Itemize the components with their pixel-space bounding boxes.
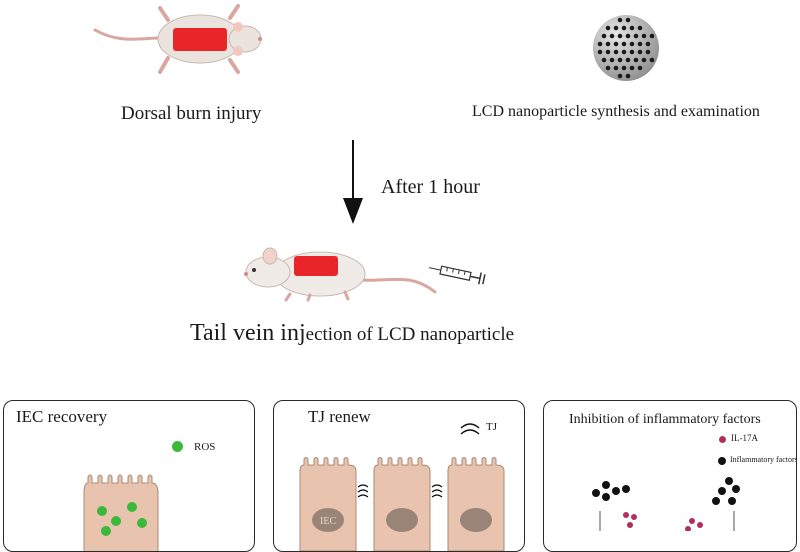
ros-legend-label: ROS	[194, 441, 216, 453]
ros-dot	[101, 526, 111, 536]
nanoparticle-dot	[605, 25, 611, 31]
injected-mouse-illustration	[240, 242, 440, 302]
nanoparticle-dot	[641, 57, 647, 63]
inflammation-inhibition-panel: Inhibition of inflammatory factors IL-17…	[543, 400, 797, 552]
inflammatory-factor-dot	[602, 481, 610, 489]
intestinal-epithelial-cell	[82, 473, 162, 551]
nanoparticle-dot	[629, 41, 635, 47]
il17a-legend-dot	[719, 436, 726, 443]
injection-caption-large: Tail vein inj	[190, 320, 306, 346]
il17a-legend-label: IL-17A	[731, 433, 758, 443]
nanoparticle-dot	[637, 25, 643, 31]
inflammatory-factor-dot	[622, 485, 630, 493]
nanoparticle-dot	[609, 57, 615, 63]
nanoparticle-dot	[597, 49, 603, 55]
nanoparticle-dot	[617, 73, 623, 79]
panel-title: Inhibition of inflammatory factors	[569, 412, 761, 427]
syringe-icon	[428, 264, 490, 288]
nanoparticle-dot	[617, 33, 623, 39]
inflammatory-factor-dot	[712, 497, 720, 505]
nanoparticle-dot	[613, 41, 619, 47]
il17a-dot	[697, 522, 703, 528]
ros-dot	[137, 518, 147, 528]
inflammatory-factor-dot	[718, 487, 726, 495]
ros-dot	[111, 516, 121, 526]
nanoparticle-dot	[625, 17, 631, 23]
nanoparticle-dot	[621, 41, 627, 47]
lcd-synthesis-caption: LCD nanoparticle synthesis and examinati…	[472, 103, 760, 120]
factor-clusters	[584, 475, 764, 531]
inflammatory-legend-dot	[718, 457, 726, 465]
dorsal-burn-caption: Dorsal burn injury	[121, 103, 262, 124]
tj-legend-label: TJ	[486, 421, 497, 433]
tj-renew-panel: TJ renew TJ IEC	[273, 400, 525, 552]
inflammatory-factor-dot	[732, 485, 740, 493]
nanoparticle-dot	[629, 25, 635, 31]
nanoparticle-dot	[605, 49, 611, 55]
iec-recovery-panel: IEC recovery ROS	[3, 400, 255, 552]
nanoparticle-dot	[625, 33, 631, 39]
nanoparticle-dot	[645, 49, 651, 55]
nanoparticle-dot	[605, 65, 611, 71]
nanoparticle-dot	[649, 57, 655, 63]
nanoparticle-dot	[641, 33, 647, 39]
burned-mouse-illustration	[90, 0, 270, 82]
inflammatory-factor-dot	[602, 493, 610, 501]
nanoparticle-dot	[633, 57, 639, 63]
nanoparticle-dot	[637, 65, 643, 71]
il17a-dot	[623, 512, 629, 518]
inflammatory-factor-dot	[725, 477, 733, 485]
nanoparticle-dot	[601, 33, 607, 39]
inflammatory-factor-dot	[592, 489, 600, 497]
inflammatory-factor-dot	[612, 487, 620, 495]
ros-dot	[127, 502, 137, 512]
nanoparticle-dot	[645, 41, 651, 47]
svg-text:IEC: IEC	[320, 516, 336, 527]
nanoparticle-dot	[617, 17, 623, 23]
inflammatory-legend-label: Inflammatory factors	[730, 455, 797, 464]
nanoparticle-dot	[613, 49, 619, 55]
ros-legend-dot	[172, 441, 183, 452]
nanoparticle-dot	[633, 33, 639, 39]
nanoparticle-dot	[605, 41, 611, 47]
nanoparticle-dot	[613, 25, 619, 31]
nanoparticle-dot	[609, 33, 615, 39]
il17a-dot	[689, 518, 695, 524]
il17a-dot	[627, 522, 633, 528]
panel-title: IEC recovery	[16, 407, 108, 426]
nanoparticle-dot	[649, 33, 655, 39]
injection-caption-small: ection of LCD nanoparticle	[305, 324, 515, 345]
nanoparticle-dot	[621, 25, 627, 31]
nanoparticle-dot	[621, 49, 627, 55]
nanoparticle-dot	[629, 65, 635, 71]
nanoparticle-dot	[637, 41, 643, 47]
tail-vein-injection-caption: Tail vein injection of LCD nanoparticle	[190, 320, 514, 347]
il17a-dot	[631, 514, 637, 520]
inflammatory-factor-dot	[728, 497, 736, 505]
nanoparticle-dot	[629, 49, 635, 55]
nanoparticle-sphere-illustration	[591, 13, 661, 83]
nanoparticle-dot	[597, 41, 603, 47]
nanoparticle-dot	[637, 49, 643, 55]
nanoparticle-dot	[617, 57, 623, 63]
ros-dot	[97, 506, 107, 516]
tight-junction-icon	[459, 421, 481, 437]
epithelial-cell-row: IEC	[296, 457, 506, 551]
nanoparticle-dot	[621, 65, 627, 71]
after-one-hour-label: After 1 hour	[381, 176, 480, 198]
nanoparticle-dot	[625, 57, 631, 63]
panel-title: TJ renew	[308, 407, 371, 426]
nanoparticle-dot	[625, 73, 631, 79]
down-arrow-icon	[341, 140, 365, 224]
nanoparticle-dot	[613, 65, 619, 71]
nanoparticle-dot	[601, 57, 607, 63]
